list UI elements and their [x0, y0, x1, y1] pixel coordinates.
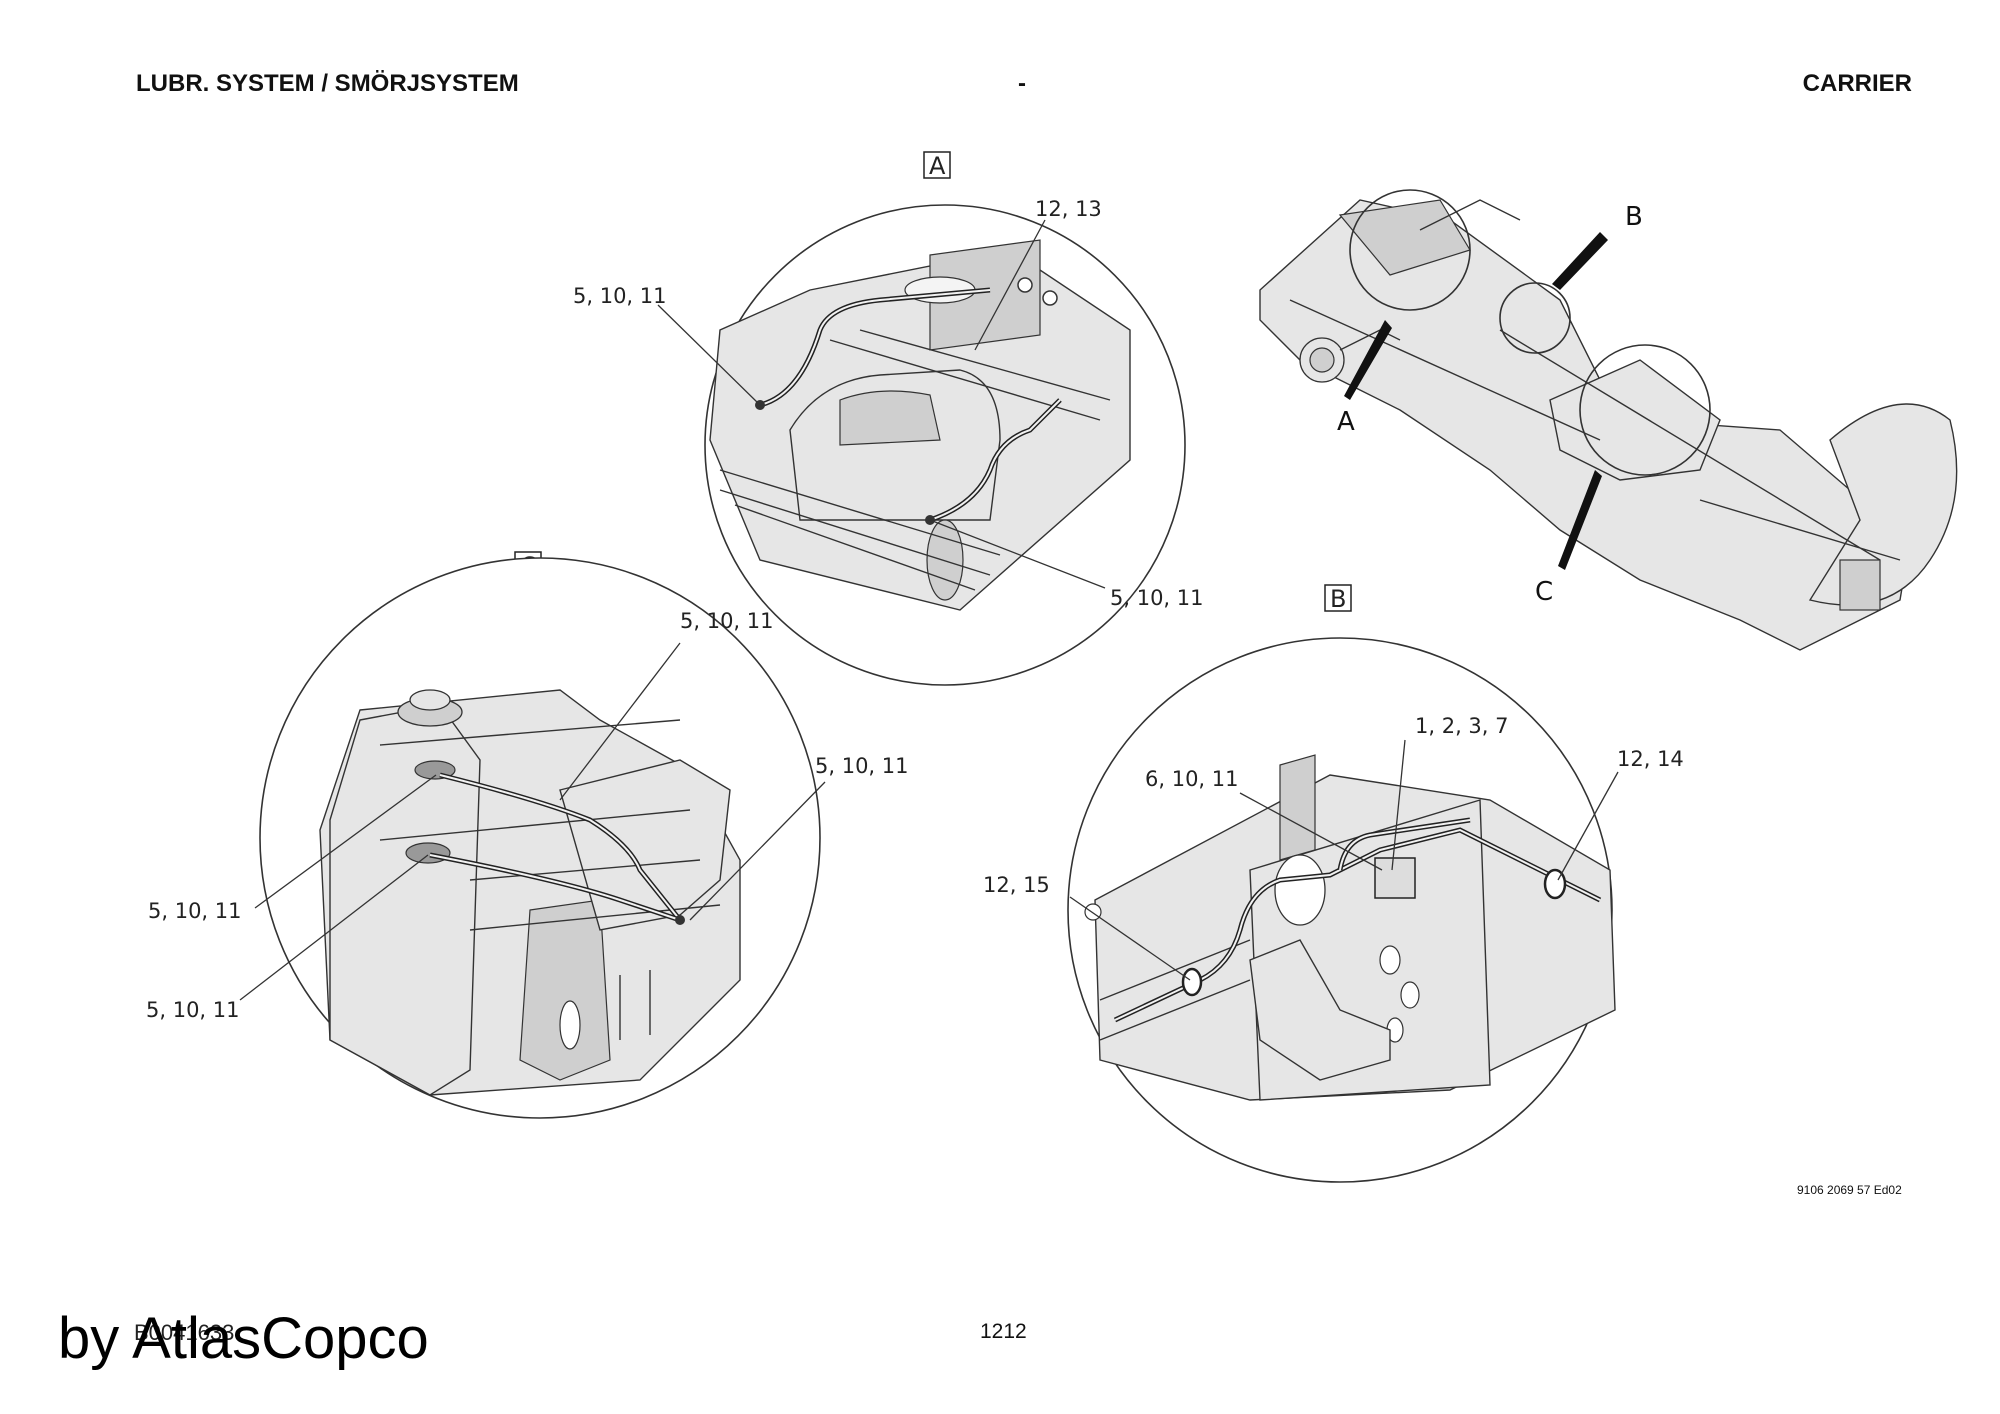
watermark-text: by AtlasCopco: [58, 1306, 429, 1371]
detail-b-leader-3: [1557, 771, 1619, 881]
detail-c-leader-3: [254, 774, 437, 909]
overview-circle-a: [1349, 189, 1471, 311]
callout-c-5-10-11-right: 5, 10, 11: [815, 754, 909, 778]
detail-a-leader-1: [974, 219, 1046, 351]
detail-b-leader-4: [1069, 896, 1191, 981]
detail-a-box: [923, 151, 951, 179]
reference-number: B0041633: [134, 1320, 235, 1345]
detail-b-leader-1: [1391, 739, 1406, 871]
carrier-overview: A B C: [1259, 189, 1958, 651]
callout-b-12-15: 12, 15: [983, 873, 1050, 897]
detail-b-leader-2: [1239, 792, 1383, 871]
detail-b-box: [1324, 584, 1352, 612]
detail-c-leader-4: [239, 854, 429, 1001]
document-number: 9106 2069 57 Ed02: [1797, 1183, 1902, 1197]
detail-c-leader-2: [689, 781, 826, 921]
detail-a-illustration: [709, 239, 1131, 611]
callout-a-5-10-11-top: 5, 10, 11: [573, 284, 667, 308]
overview-pointer-c: [1558, 470, 1602, 570]
detail-c-illustration: [319, 689, 741, 1096]
callout-c-5-10-11-top: 5, 10, 11: [680, 609, 774, 633]
detail-a-leader-3: [929, 519, 1106, 589]
overview-marker-a: A: [1337, 407, 1355, 437]
detail-a: A 12, 13 5, 10, 11 5, 10, 11: [573, 151, 1204, 686]
overview-pointer-b: [1552, 232, 1608, 290]
overview-marker-c: C: [1535, 577, 1553, 607]
detail-a-leader-2: [657, 304, 761, 406]
detail-c-leader-1: [559, 642, 681, 801]
callout-b-1-2-3-7: 1, 2, 3, 7: [1415, 714, 1509, 738]
detail-b-illustration: [1084, 754, 1616, 1101]
detail-b-label: B: [1330, 585, 1346, 613]
callout-b-12-14: 12, 14: [1617, 747, 1684, 771]
detail-c: C 5, 10, 11 5, 10, 11 5, 10, 11 5, 1: [146, 551, 909, 1119]
overview-circle-c: [1579, 344, 1711, 476]
callout-a-12-13: 12, 13: [1035, 197, 1102, 221]
header-separator: -: [1018, 70, 1026, 97]
overview-circle-b: [1499, 282, 1571, 354]
detail-b: B 1, 2, 3, 7 6, 10, 11 12, 14: [983, 584, 1684, 1183]
callout-a-5-10-11-bottom: 5, 10, 11: [1110, 586, 1204, 610]
detail-a-label: A: [929, 152, 946, 180]
callout-b-6-10-11: 6, 10, 11: [1145, 767, 1239, 791]
callout-c-5-10-11-left-upper: 5, 10, 11: [148, 899, 242, 923]
overview-marker-b: B: [1625, 202, 1643, 232]
callout-c-5-10-11-left-lower: 5, 10, 11: [146, 998, 240, 1022]
overview-pointer-a: [1344, 320, 1392, 400]
page-number: 1212: [980, 1320, 1027, 1343]
page-title: LUBR. SYSTEM / SMÖRJSYSTEM: [136, 70, 519, 97]
section-title: CARRIER: [1802, 70, 1912, 97]
